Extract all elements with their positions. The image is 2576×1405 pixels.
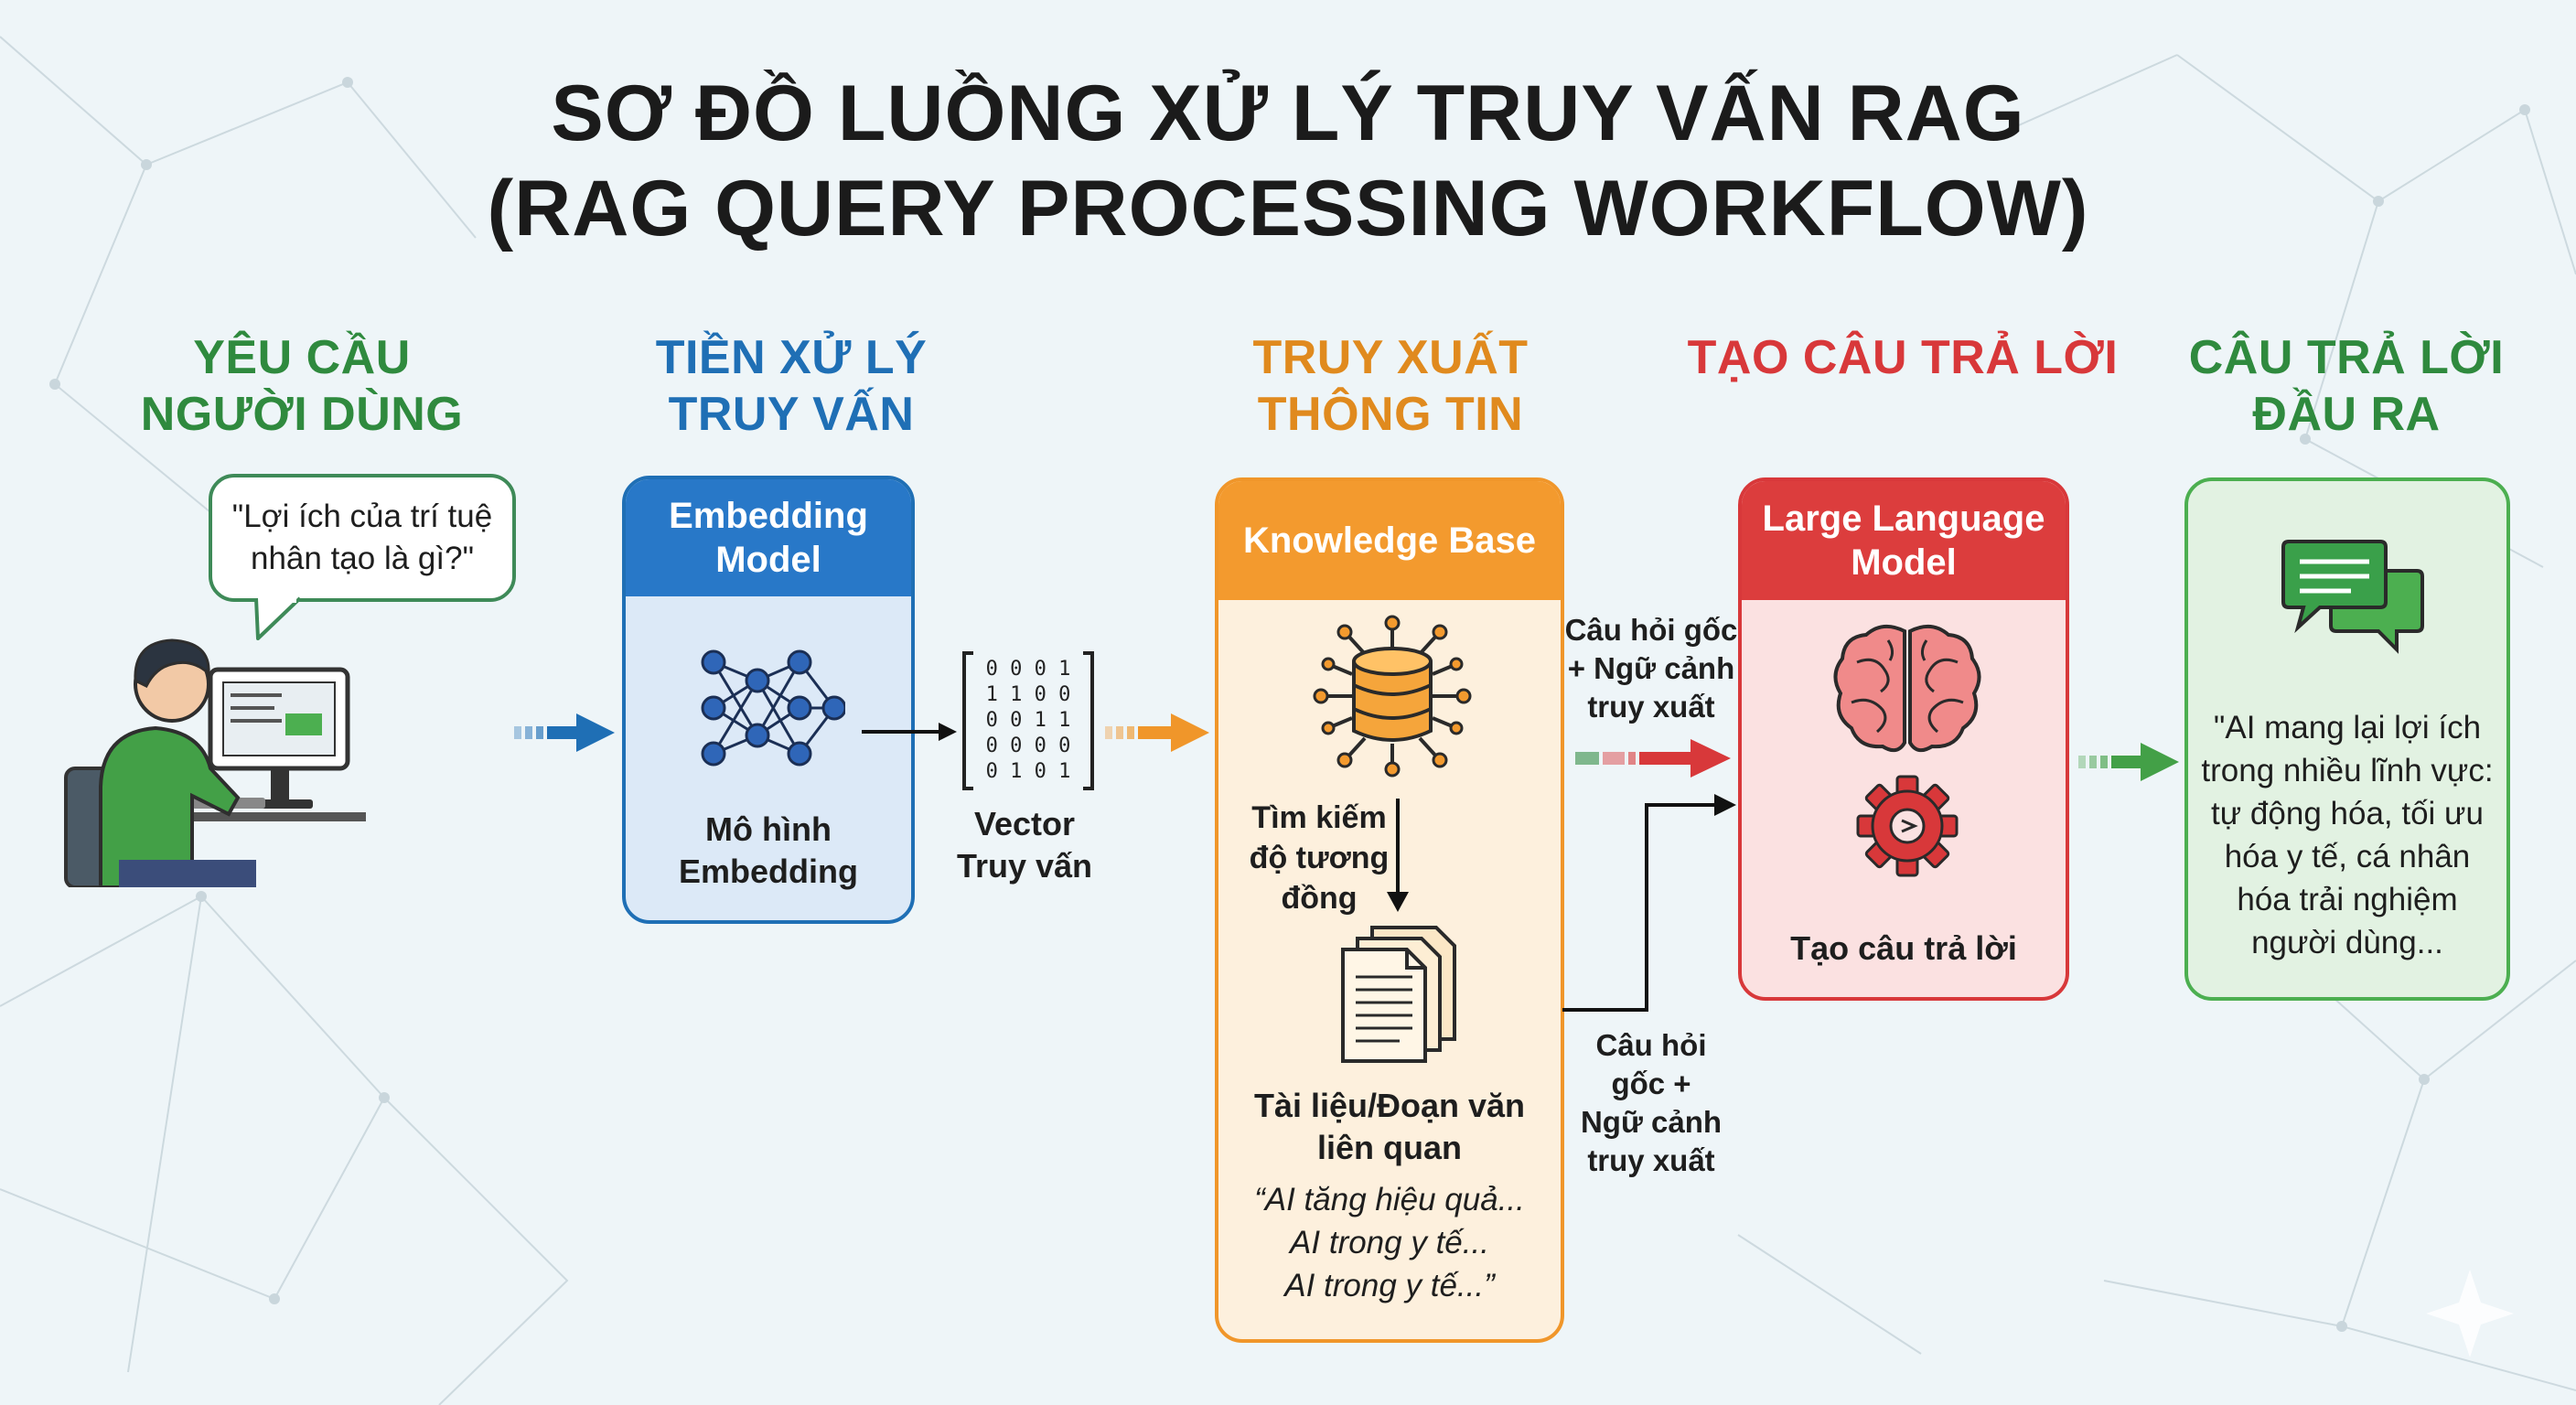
vector-row-1: 0 0 0 1: [985, 658, 1071, 681]
stage-preprocessing-line-2: TRUY VẤN: [668, 388, 915, 441]
arrow-vector-to-knowledge-base: [1105, 713, 1209, 752]
context-bottom-line-3: Ngữ cảnh: [1580, 1105, 1723, 1139]
diagram-title: SƠ ĐỒ LUỒNG XỬ LÝ TRUY VẤN RAG (RAG QUER…: [0, 66, 2576, 256]
output-line-5: hóa trải nghiệm: [2237, 882, 2458, 917]
relevant-documents-line-1: Tài liệu/Đoạn văn: [1253, 1087, 1526, 1124]
output-line-4: hóa y tế, cá nhân: [2224, 839, 2471, 874]
output-answer-text: "AI mang lại lợi ích trong nhiều lĩnh vự…: [2188, 706, 2506, 964]
stage-retrieval: TRUY XUẤT THÔNG TIN: [1217, 329, 1564, 443]
vector-row-5: 0 1 0 1: [985, 760, 1071, 783]
stage-output: CÂU TRẢ LỜI ĐẦU RA: [2159, 329, 2534, 443]
stage-user-request: YÊU CẦU NGƯỜI DÙNG: [128, 329, 476, 443]
embedding-header-line-2: Model: [715, 540, 821, 580]
arrow-context-to-llm: [1575, 739, 1731, 778]
llm-label: Tạo câu trả lời: [1742, 928, 2066, 970]
retrieved-snippet-3: AI trong y tế...”: [1284, 1268, 1495, 1303]
gear-icon: [1856, 775, 1959, 877]
output-line-3: tự động hóa, tối ưu: [2211, 796, 2484, 831]
context-label-top: Câu hỏi gốc + Ngữ cảnh truy xuất: [1555, 611, 1747, 726]
embedding-model-header: Embedding Model: [626, 479, 911, 596]
stage-generation: TẠO CÂU TRẢ LỜI: [1665, 329, 2141, 386]
output-line-6: người dùng...: [2251, 925, 2443, 960]
vector-label-line-2: Truy vấn: [956, 847, 1093, 885]
vector-row-2: 1 1 0 0: [985, 683, 1071, 706]
arrow-search-to-documents: [1387, 799, 1409, 912]
vector-label-line-1: Vector: [973, 805, 1076, 842]
arrow-embedding-to-vector: [862, 723, 957, 741]
retrieved-snippet-2: AI trong y tế...: [1290, 1225, 1489, 1260]
context-bottom-line-4: truy xuất: [1587, 1143, 1715, 1177]
llm-header-line-2: Model: [1851, 542, 1957, 583]
similarity-search-line-1: Tìm kiếm: [1251, 800, 1387, 835]
query-vector-matrix: 0 0 0 1 1 1 0 0 0 0 1 1 0 0 0 0 0 1 0 1: [962, 651, 1094, 790]
user-question-line-2: nhân tạo là gì?": [250, 541, 474, 576]
llm-header-line-1: Large Language: [1762, 499, 2045, 539]
user-question-bubble: "Lợi ích của trí tuệ nhân tạo là gì?": [209, 474, 516, 602]
arrow-llm-to-output: [2078, 743, 2179, 781]
context-label-bottom: Câu hỏi gốc + Ngữ cảnh truy xuất: [1555, 1026, 1747, 1180]
relevant-documents-line-2: liên quan: [1316, 1129, 1462, 1166]
context-top-line-2: + Ngữ cảnh: [1567, 651, 1735, 685]
stage-retrieval-line-2: THÔNG TIN: [1257, 388, 1524, 441]
stage-user-request-line-1: YÊU CẦU: [193, 331, 411, 384]
stage-generation-line-1: TẠO CÂU TRẢ LỜI: [1687, 331, 2119, 384]
arrow-user-to-embedding: [514, 713, 615, 752]
vector-row-3: 0 0 1 1: [985, 709, 1071, 732]
embedding-label-line-1: Mô hình: [705, 810, 832, 848]
stage-user-request-line-2: NGƯỜI DÙNG: [140, 388, 464, 441]
sparkle-icon: [2426, 1270, 2514, 1357]
llm-header: Large Language Model: [1742, 481, 2066, 600]
output-line-2: trong nhiều lĩnh vực:: [2201, 753, 2494, 788]
output-answer-box: "AI mang lại lợi ích trong nhiều lĩnh vự…: [2184, 477, 2510, 1001]
vector-label: Vector Truy vấn: [933, 803, 1116, 887]
context-bottom-line-2: gốc +: [1611, 1067, 1691, 1100]
similarity-search-line-2: độ tương đồng: [1249, 841, 1390, 916]
title-line-1: SƠ ĐỒ LUỒNG XỬ LÝ TRUY VẤN RAG: [551, 70, 2025, 157]
documents-icon: [1341, 926, 1456, 1063]
retrieved-snippets-quote: “AI tăng hiệu quả... AI trong y tế... AI…: [1218, 1178, 1561, 1307]
relevant-documents-label: Tài liệu/Đoạn văn liên quan: [1218, 1085, 1561, 1169]
embedding-label-line-2: Embedding: [679, 853, 858, 890]
llm-label-text: Tạo câu trả lời: [1790, 929, 2017, 967]
embedding-header-line-1: Embedding: [669, 496, 868, 536]
vector-row-4: 0 0 0 0: [985, 735, 1071, 757]
llm-box: Large Language Model: [1738, 477, 2069, 1001]
brain-icon: [1833, 624, 1981, 753]
user-at-computer-illustration: [64, 638, 366, 887]
context-bottom-line-1: Câu hỏi: [1595, 1028, 1707, 1062]
embedding-label: Mô hình Embedding: [626, 809, 911, 893]
stage-retrieval-line-1: TRUY XUẤT: [1252, 331, 1529, 384]
knowledge-base-header: Knowledge Base: [1218, 481, 1561, 600]
embedding-model-box: Embedding Model Mô hình Embedding: [622, 476, 915, 924]
chat-bubbles-icon: [2281, 540, 2424, 654]
speech-bubble-tail: [254, 596, 302, 640]
context-top-line-1: Câu hỏi gốc: [1564, 613, 1738, 647]
elbow-arrow-to-llm: [1562, 794, 1736, 1012]
stage-output-line-1: CÂU TRẢ LỜI: [2188, 331, 2505, 384]
title-line-2: (RAG QUERY PROCESSING WORKFLOW): [487, 165, 2089, 252]
knowledge-base-header-text: Knowledge Base: [1242, 520, 1537, 561]
stage-preprocessing-line-1: TIỀN XỬ LÝ: [655, 331, 928, 384]
knowledge-base-box: Knowledge Base Tìm kiếm độ tương đồng: [1215, 477, 1564, 1343]
similarity-search-label: Tìm kiếm độ tương đồng: [1218, 798, 1429, 918]
user-question-line-1: "Lợi ích của trí tuệ: [231, 499, 493, 534]
output-line-1: "AI mang lại lợi ích: [2213, 710, 2482, 745]
stage-output-line-2: ĐẦU RA: [2252, 388, 2441, 441]
retrieved-snippet-1: “AI tăng hiệu quả...: [1254, 1182, 1525, 1217]
stage-preprocessing: TIỀN XỬ LÝ TRUY VẤN: [622, 329, 961, 443]
neural-network-icon: [701, 649, 845, 767]
database-network-icon: [1313, 615, 1472, 778]
context-top-line-3: truy xuất: [1587, 690, 1715, 724]
